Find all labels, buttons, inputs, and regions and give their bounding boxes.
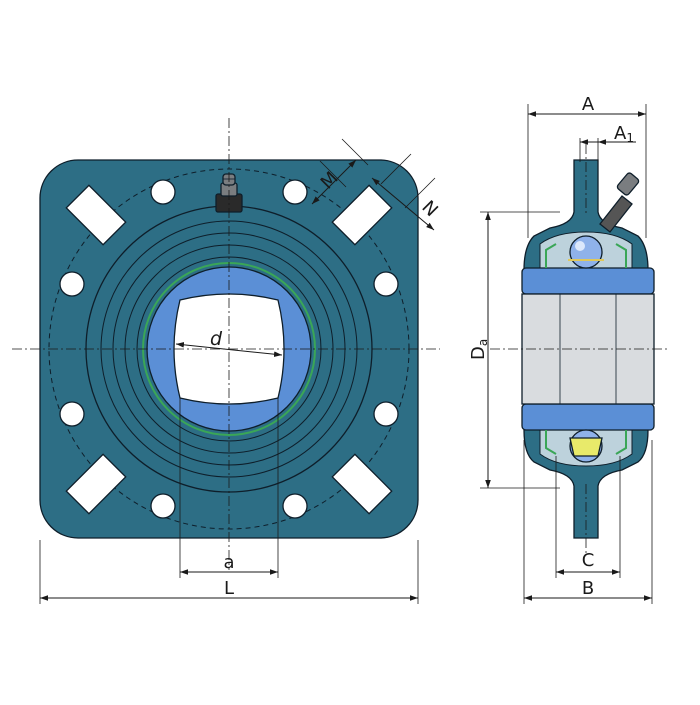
rectangular-slot-icon [65,184,127,246]
dimension-A1-subscript: 1 [626,131,634,145]
rectangular-slot-icon [331,453,393,515]
seal-upper-right [615,243,627,268]
side-section-view: A A1 Da C B [468,94,668,604]
circle-hole-icon [373,401,399,427]
dimension-C-label: C [582,550,595,571]
circle-hole-icon [59,271,85,297]
bolt-holes [59,179,399,519]
dimension-B-label: B [582,578,594,599]
seal-lower-right [615,430,627,455]
grease-nipple-icon [215,173,243,213]
dimension-A1-main: A [614,123,627,144]
grease-nipple-icon [599,172,640,233]
seal-lower-left [545,430,557,455]
dimension-A1-label: A1 [614,123,634,145]
dimension-N-label: N [417,197,441,221]
seal-upper-left [545,243,557,268]
circle-hole-icon [373,271,399,297]
rectangular-slot-icon [65,453,127,515]
front-view: d a L M N [12,118,442,604]
circle-hole-icon [150,493,176,519]
ball-upper [569,235,603,269]
extension-line-M-2 [341,138,369,166]
inner-ring-upper [521,267,655,295]
ball-upper-highlight [575,241,585,251]
circle-hole-icon [282,179,308,205]
circle-hole-icon [282,493,308,519]
dimension-Da-label: Da [468,339,490,360]
dimension-Da-main: D [468,346,489,360]
dimension-d-line [175,342,283,357]
dimension-Da-subscript: a [476,339,490,346]
dimension-d-label: d [210,328,223,350]
inner-ring-lower [521,403,655,431]
dimension-M-line [311,159,357,205]
dimension-a-label: a [223,552,234,573]
circle-hole-icon [150,179,176,205]
circle-hole-icon [59,401,85,427]
dimension-A-label: A [582,94,595,115]
ball-cage-lower [569,437,603,457]
dimension-L-label: L [224,578,234,599]
dimension-N-line [371,177,435,231]
